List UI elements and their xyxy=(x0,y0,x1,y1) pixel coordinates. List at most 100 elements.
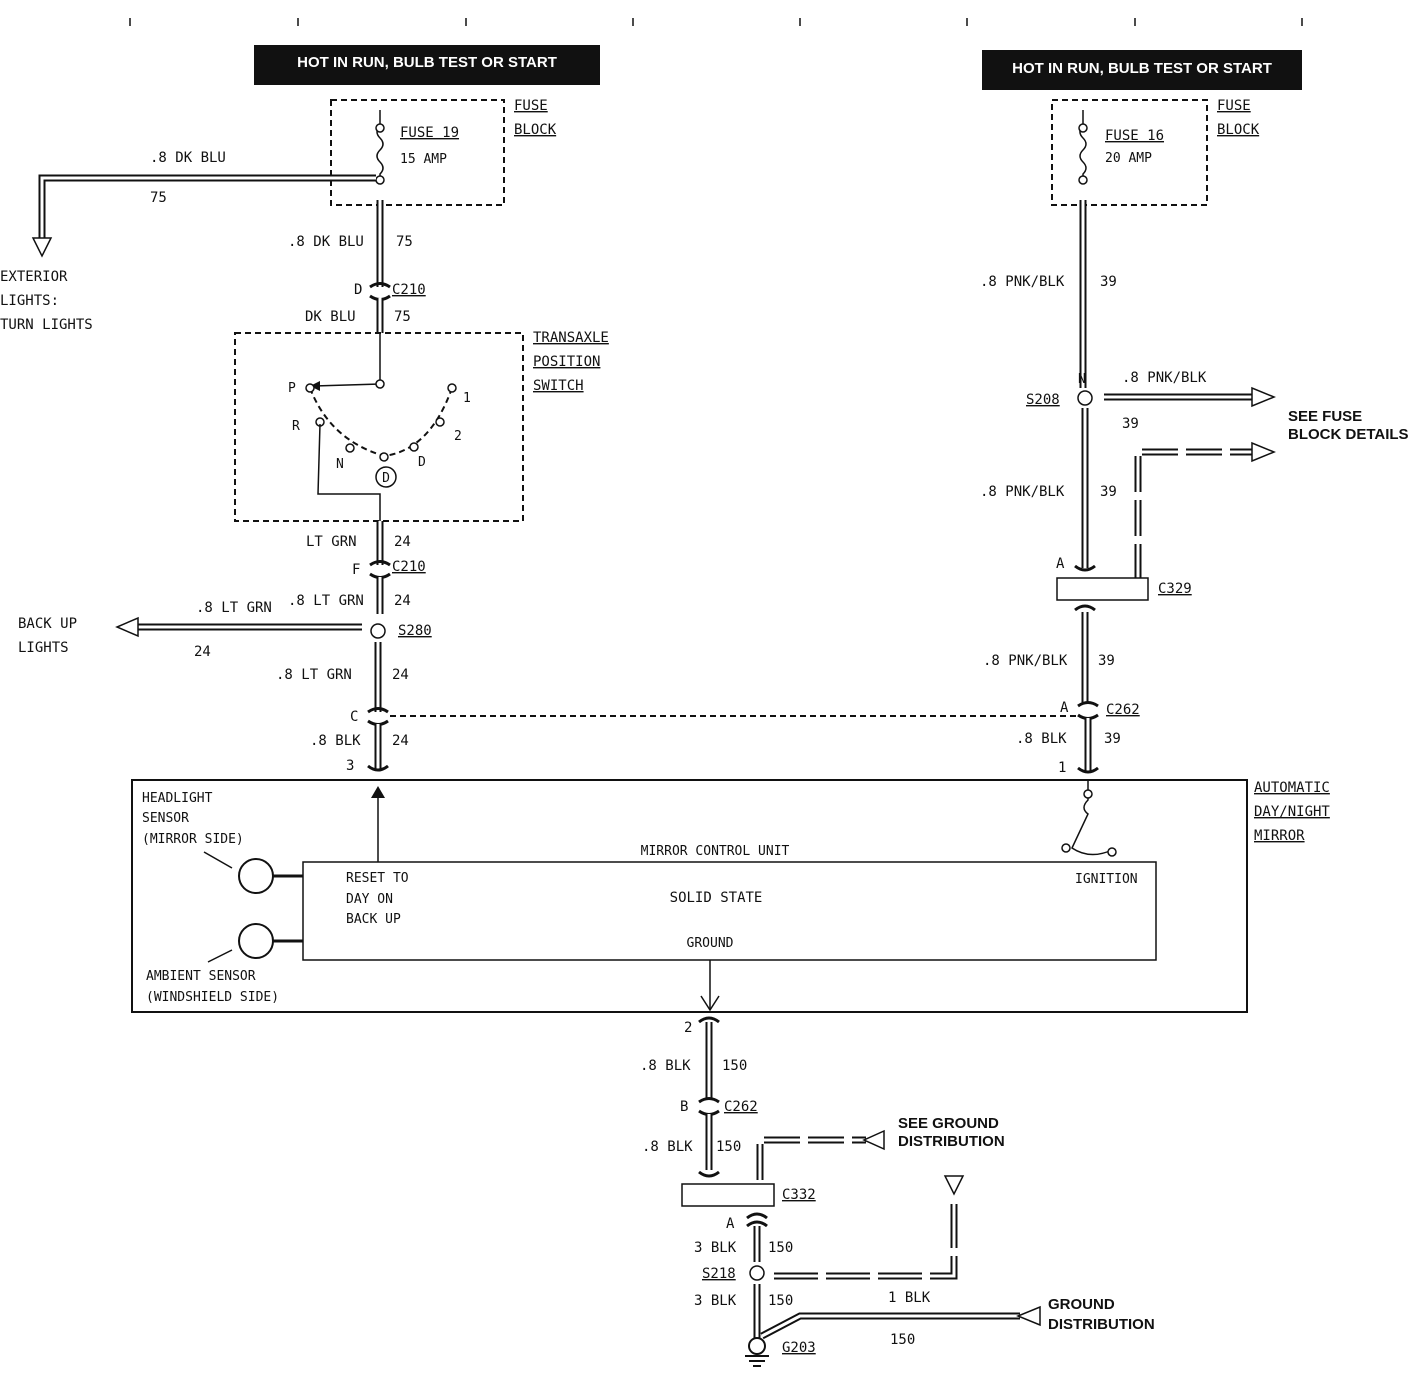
reset-label-3: BACK UP xyxy=(346,912,401,927)
transaxle-label-1: TRANSAXLE xyxy=(533,330,609,346)
s218-splice xyxy=(749,1265,765,1281)
reset-label-2: DAY ON xyxy=(346,892,393,907)
backup-lights-2: LIGHTS xyxy=(18,640,69,656)
wire-label-b3: 3 BLK xyxy=(694,1240,737,1256)
see-ground-dist-1: SEE GROUND xyxy=(898,1115,999,1132)
exterior-lights-3: TURN LIGHTS xyxy=(0,317,93,333)
wire-label-r1: .8 PNK/BLK xyxy=(980,274,1065,290)
ground-dist-arrow-2 xyxy=(1016,1305,1041,1327)
pin2-terminal xyxy=(698,1016,720,1024)
pin-3: 3 xyxy=(346,758,354,774)
left-header-text: HOT IN RUN, BULB TEST OR START xyxy=(297,54,557,71)
fuse-details-arrow-1 xyxy=(1251,386,1276,408)
c262-pin-a: A xyxy=(1060,700,1069,716)
pos-n xyxy=(345,443,355,453)
pos-label-r: R xyxy=(292,419,300,434)
pin1-terminal xyxy=(1077,766,1099,774)
wire-label-w2: .8 DK BLU xyxy=(288,234,364,250)
mirror-control-unit xyxy=(302,861,1157,961)
c329-connector-bottom xyxy=(1074,604,1096,612)
wire-label-w7: .8 LT GRN xyxy=(276,667,352,683)
fuse-16-rating: 20 AMP xyxy=(1105,151,1152,166)
ground-dist-arrow-1 xyxy=(862,1129,885,1151)
headlight-sensor-3: (MIRROR SIDE) xyxy=(142,832,244,847)
switch-center-marker xyxy=(375,466,397,488)
s208-splice xyxy=(1077,390,1093,406)
c329-pin-a: A xyxy=(1056,556,1065,572)
right-fuse-block-label-2: BLOCK xyxy=(1217,122,1260,138)
wire-num-r1: 39 xyxy=(1100,274,1117,290)
transaxle-switch-box xyxy=(234,332,524,522)
c262-pin-b: B xyxy=(680,1099,688,1115)
ambient-sensor-2: (WINDSHIELD SIDE) xyxy=(146,990,279,1005)
c262-b-connector xyxy=(698,1097,720,1116)
headlight-sensor-2: SENSOR xyxy=(142,811,189,826)
exterior-lights-2: LIGHTS: xyxy=(0,293,59,309)
reset-label-1: RESET TO xyxy=(346,871,409,886)
s280-label: S280 xyxy=(398,623,432,639)
pos-label-n: N xyxy=(336,457,344,472)
c332-body xyxy=(681,1183,775,1207)
pos-p xyxy=(305,383,315,393)
fuse-19-rating: 15 AMP xyxy=(400,152,447,167)
wire-num-w5: 24 xyxy=(394,593,411,609)
wire-label-b1: .8 BLK xyxy=(640,1058,691,1074)
c332-label: C332 xyxy=(782,1187,816,1203)
wire-num-r2: 39 xyxy=(1122,416,1139,432)
switch-arc xyxy=(309,387,453,458)
s218-up-arrow xyxy=(943,1175,965,1196)
ground-dist-label-2: DISTRIBUTION xyxy=(1048,1316,1155,1333)
c262-a-connector xyxy=(1077,701,1099,720)
c210-pin-f: F xyxy=(352,562,360,578)
s218-label: S218 xyxy=(702,1266,736,1282)
see-ground-dist-2: DISTRIBUTION xyxy=(898,1133,1005,1150)
mirror-label-3: MIRROR xyxy=(1254,828,1305,844)
ground-output-arrow xyxy=(700,995,720,1012)
wire-num-w7: 24 xyxy=(392,667,409,683)
pin3-terminal xyxy=(367,764,389,772)
switch-feed-wire xyxy=(313,333,381,387)
ambient-sensor-1: AMBIENT SENSOR xyxy=(146,969,256,984)
wire-num-b6: 150 xyxy=(890,1332,915,1348)
left-header-box xyxy=(254,45,600,85)
c262-label-right: C262 xyxy=(1106,702,1140,718)
wire-label-r5: .8 BLK xyxy=(1016,731,1067,747)
wire-num-w2: 75 xyxy=(396,234,413,250)
wire-label-w3: DK BLU xyxy=(305,309,356,325)
pos-d xyxy=(409,442,419,452)
wire-exterior-lights xyxy=(38,174,376,240)
c262-label-bottom: C262 xyxy=(724,1099,758,1115)
c332-pin-a: A xyxy=(726,1216,735,1232)
pos-1 xyxy=(447,383,457,393)
mirror-label-2: DAY/NIGHT xyxy=(1254,804,1330,820)
exterior-lights-1: EXTERIOR xyxy=(0,269,68,285)
ignition-label: IGNITION xyxy=(1075,872,1138,887)
headlight-sensor-1: HEADLIGHT xyxy=(142,791,213,806)
wire-label-w6: .8 LT GRN xyxy=(196,600,272,616)
wire-num-w6: 24 xyxy=(194,644,211,660)
wire-label-r3: .8 PNK/BLK xyxy=(980,484,1065,500)
right-header-box xyxy=(982,50,1302,90)
mirror-control-unit-label: MIRROR CONTROL UNIT xyxy=(641,844,790,859)
wire-num-b4: 150 xyxy=(768,1293,793,1309)
reset-input-arrow xyxy=(371,786,385,798)
headlight-sensor xyxy=(238,858,274,894)
fuse-details-arrow-2 xyxy=(1251,441,1276,463)
c332-connector-top xyxy=(698,1170,720,1178)
right-fuse-block-label-1: FUSE xyxy=(1217,98,1251,114)
solid-state-label: SOLID STATE xyxy=(670,890,763,906)
switch-arrow xyxy=(310,381,320,391)
fuse-16-label: FUSE 16 xyxy=(1105,128,1164,144)
wire-label-w5: .8 LT GRN xyxy=(288,593,364,609)
pos-label-p: P xyxy=(288,381,296,396)
c210-label-top: C210 xyxy=(392,282,426,298)
pin-2: 2 xyxy=(684,1020,692,1036)
ground-symbol-icon xyxy=(745,1337,769,1367)
top-ticks xyxy=(129,18,1303,26)
wire-num-b1: 150 xyxy=(722,1058,747,1074)
wire-num-w4: 24 xyxy=(394,534,411,550)
pos-label-1: 1 xyxy=(463,391,471,406)
c329-body xyxy=(1056,577,1149,601)
transaxle-label-2: POSITION xyxy=(533,354,600,370)
